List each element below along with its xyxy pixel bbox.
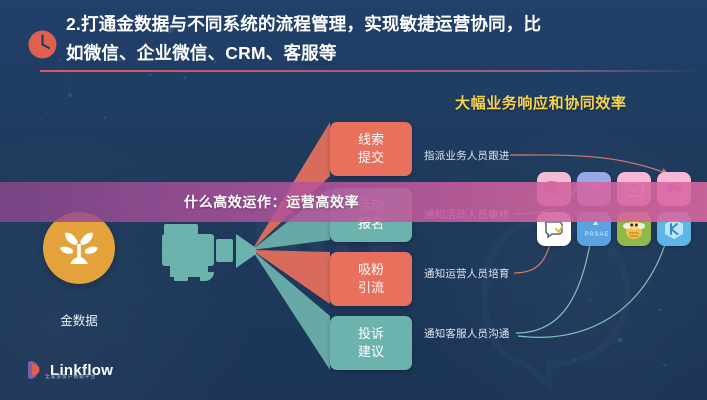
flow-box-3[interactable]: 投诉 建议 xyxy=(330,316,412,370)
brand-logo: Linkflow xyxy=(26,357,113,383)
header-divider xyxy=(40,70,700,72)
clock-icon xyxy=(28,30,57,59)
connector-label-2: 通知运营人员培育 xyxy=(424,268,510,280)
page-title: 2.打通金数据与不同系统的流程管理，实现敏捷运营协同，比 如微信、企业微信、CR… xyxy=(66,14,542,63)
flow-box-2-line1: 吸粉 xyxy=(357,262,384,277)
flow-box-0-line1: 线索 xyxy=(357,132,384,147)
svg-text:PRSAE: PRSAE xyxy=(585,232,609,238)
banner-overlay: 什么高效运作：运营高效率 xyxy=(0,182,707,222)
header: 2.打通金数据与不同系统的流程管理，实现敏捷运营协同，比 如微信、企业微信、CR… xyxy=(0,0,707,78)
jinshuju-logo xyxy=(43,212,115,284)
section-title: 大幅业务响应和协同效率 xyxy=(455,95,627,112)
brand-tagline: 全渠道客户数据平台 xyxy=(45,374,97,379)
banner-text: 什么高效运作：运营高效率 xyxy=(184,194,360,210)
linkflow-mark-icon xyxy=(28,361,40,379)
flow-box-2-line2: 引流 xyxy=(357,280,384,295)
projector-icon xyxy=(162,224,256,281)
flow-box-2[interactable]: 吸粉 引流 xyxy=(330,252,412,306)
source-label: 金数据 xyxy=(60,314,98,328)
flow-box-3-line1: 投诉 xyxy=(357,326,384,341)
jinshuju-plant-logo-icon xyxy=(60,232,98,264)
connector-label-0: 指派业务人员跟进 xyxy=(424,150,510,162)
flow-box-0[interactable]: 线索 提交 xyxy=(330,122,412,176)
brand-name: Linkflow xyxy=(50,361,114,379)
flow-box-0-line2: 提交 xyxy=(357,150,384,165)
connector-label-3: 通知客服人员沟通 xyxy=(424,328,510,340)
flow-box-3-line2: 建议 xyxy=(357,344,384,359)
